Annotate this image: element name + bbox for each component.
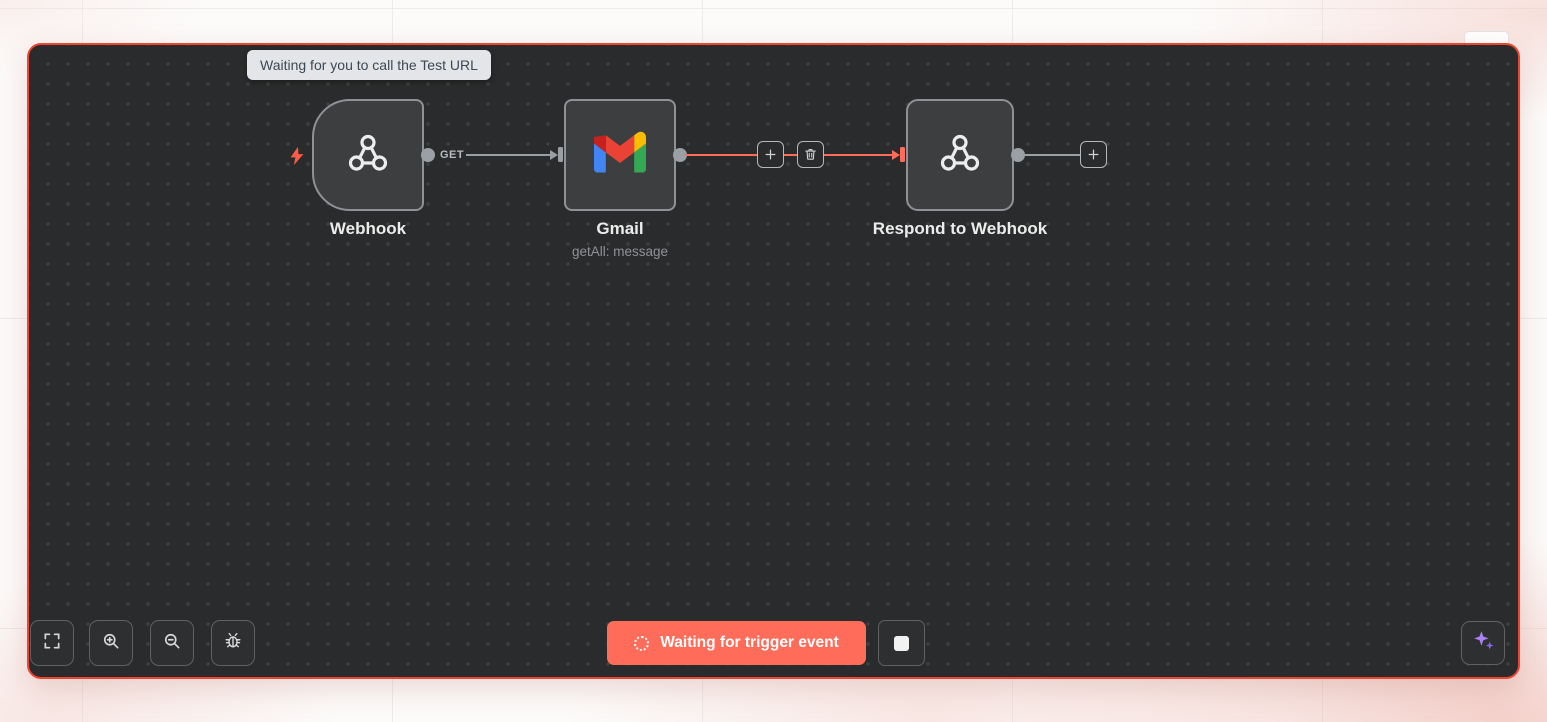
waiting-for-trigger-button[interactable]: Waiting for trigger event [607,621,866,665]
input-port-respond[interactable] [900,147,905,162]
connection-delete-button[interactable] [797,141,824,168]
webhook-tooltip: Waiting for you to call the Test URL [247,50,491,80]
connection-webhook-gmail[interactable] [466,154,550,156]
output-port-gmail[interactable] [673,148,687,162]
add-node-button[interactable] [1080,141,1107,168]
node-gmail[interactable] [564,99,676,211]
sparkles-icon [1471,628,1496,658]
node-label-gmail: Gmail [596,219,644,238]
connection-respond-new[interactable] [1023,154,1080,156]
status-label: Waiting for trigger event [660,634,839,651]
workflow-canvas[interactable]: Waiting for you to call the Test URL Web… [27,43,1520,679]
connection-gmail-respond[interactable] [685,154,892,156]
output-port-respond[interactable] [1011,148,1025,162]
fit-view-button[interactable] [30,620,74,666]
zoom-out-icon [162,631,182,656]
connection-arrow [550,150,558,160]
connection-arrow [892,150,900,160]
connection-label-get: GET [440,149,465,161]
spinner-icon [634,635,650,651]
ai-assistant-button[interactable] [1461,621,1505,665]
connection-add-node-button[interactable] [757,141,784,168]
stop-execution-button[interactable] [878,620,925,666]
webhook-icon [344,129,392,182]
webhook-icon [936,129,984,182]
node-webhook[interactable] [312,99,424,211]
stop-icon [894,635,909,651]
fit-view-icon [42,631,62,656]
output-port-webhook[interactable] [421,148,435,162]
trigger-bolt-icon [286,141,308,176]
node-subtitle-gmail: getAll: message [571,244,669,259]
node-respond-to-webhook[interactable] [906,99,1014,211]
node-label-webhook: Webhook [329,219,407,238]
zoom-in-button[interactable] [89,620,133,666]
node-label-respond: Respond to Webhook [872,219,1048,238]
gmail-icon [594,127,646,184]
zoom-out-button[interactable] [150,620,194,666]
zoom-in-icon [101,631,121,656]
debug-button[interactable] [211,620,255,666]
bug-icon [223,631,243,656]
input-port-gmail[interactable] [558,147,563,162]
